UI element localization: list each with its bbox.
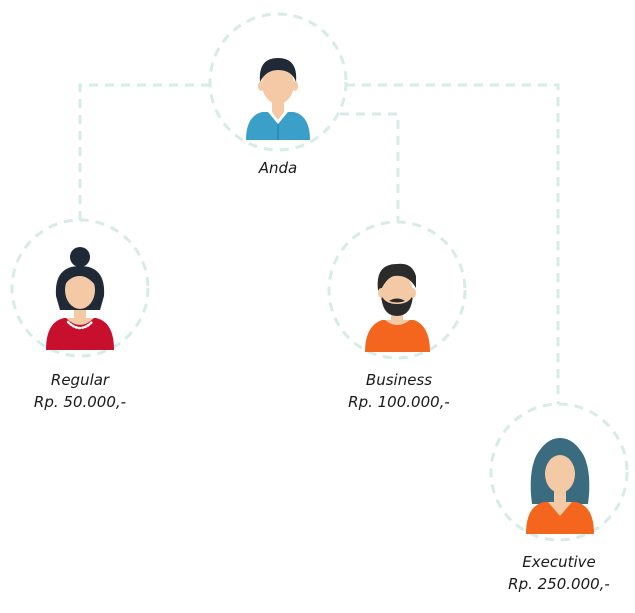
woman-bun-avatar-icon — [46, 247, 114, 350]
woman-long-hair-avatar-icon — [526, 438, 594, 534]
node-label-business: Business Rp. 100.000,- — [319, 369, 479, 413]
node-circle-regular — [10, 218, 150, 358]
connector-you-business — [340, 112, 400, 222]
connectors — [78, 83, 560, 404]
executive-label: Executive — [522, 553, 596, 571]
node-label-you: Anda — [198, 157, 358, 179]
man-avatar-icon — [246, 58, 310, 140]
node-label-executive: Executive Rp. 250.000,- — [479, 551, 635, 595]
node-circle-business — [327, 220, 467, 360]
bearded-man-avatar-icon — [365, 263, 430, 352]
you-label: Anda — [258, 159, 298, 177]
business-label: Business — [365, 371, 433, 389]
connector-you-regular — [78, 83, 210, 220]
node-circle-you — [208, 12, 348, 152]
node-circle-executive — [489, 402, 629, 542]
regular-price: Rp. 50.000,- — [33, 393, 127, 411]
node-label-regular: Regular Rp. 50.000,- — [0, 369, 160, 413]
executive-price: Rp. 250.000,- — [508, 575, 610, 593]
business-price: Rp. 100.000,- — [348, 393, 450, 411]
connector-you-executive — [346, 83, 560, 404]
regular-label: Regular — [50, 371, 110, 389]
